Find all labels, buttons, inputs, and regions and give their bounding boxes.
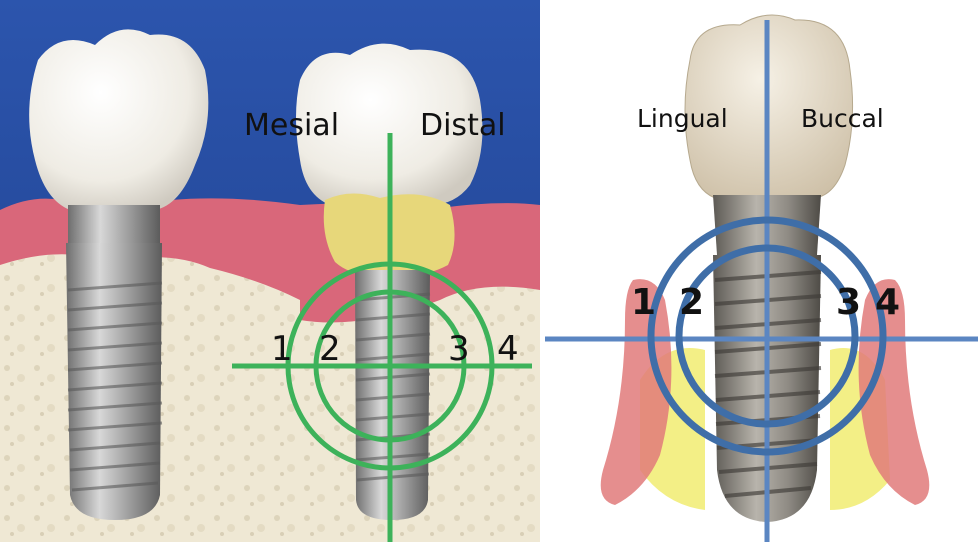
label-lingual: Lingual xyxy=(637,104,728,133)
number-3-right: 3 xyxy=(836,282,861,323)
label-distal: Distal xyxy=(420,108,506,143)
number-1: 1 xyxy=(271,329,293,369)
left-abutment xyxy=(68,205,160,243)
number-2-right: 2 xyxy=(679,282,704,323)
left-diagram-mesial-distal: Mesial Distal 1 2 3 4 xyxy=(0,0,540,542)
label-mesial: Mesial xyxy=(244,108,339,143)
label-buccal: Buccal xyxy=(801,104,884,133)
left-diagram-svg: Mesial Distal 1 2 3 4 xyxy=(0,0,540,542)
number-3: 3 xyxy=(448,329,470,369)
right-diagram-lingual-buccal: Lingual Buccal 1 2 3 4 xyxy=(545,0,978,542)
number-4: 4 xyxy=(497,329,519,369)
right-diagram-svg: Lingual Buccal 1 2 3 4 xyxy=(545,0,978,542)
number-1-right: 1 xyxy=(631,282,656,323)
left-crown xyxy=(29,29,208,210)
number-4-right: 4 xyxy=(875,282,900,323)
number-2: 2 xyxy=(319,329,341,369)
